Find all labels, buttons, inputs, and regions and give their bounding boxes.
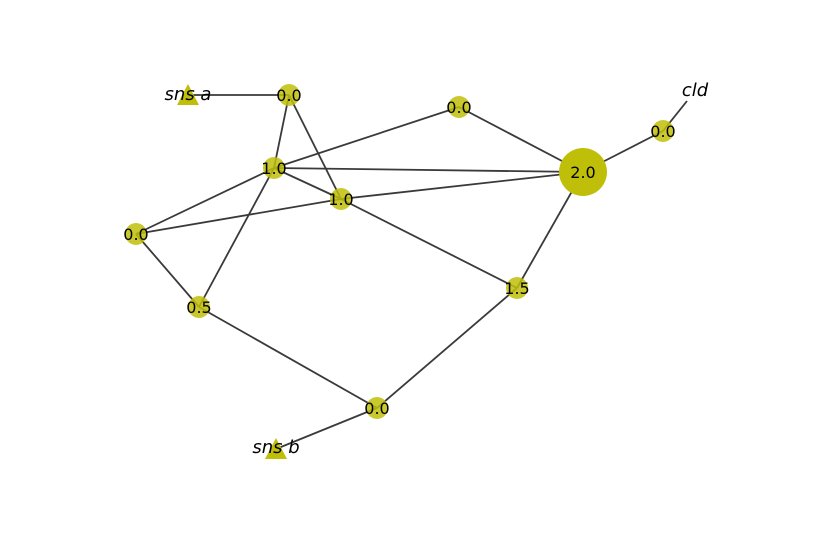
edge-left-mid bbox=[135, 233, 200, 308]
edge-bottom-snsb bbox=[275, 407, 378, 450]
node-topmid[interactable] bbox=[448, 96, 470, 118]
edge-a-hub bbox=[273, 167, 584, 173]
sensor-triangle-icon bbox=[177, 84, 199, 105]
node-label: 1.0 bbox=[328, 190, 353, 209]
node-label: 0.0 bbox=[364, 399, 389, 418]
node-label: 0.0 bbox=[650, 122, 675, 141]
node-mid[interactable] bbox=[188, 296, 210, 318]
edge-a-left bbox=[135, 167, 275, 235]
edge-mid-bottom bbox=[198, 306, 378, 409]
sensor-label-a: sns a bbox=[165, 84, 212, 105]
node-left[interactable] bbox=[125, 223, 147, 245]
sensor-label-b: sns b bbox=[252, 437, 299, 458]
node-label: 1.5 bbox=[504, 279, 529, 298]
sensors bbox=[177, 84, 287, 459]
node-right[interactable] bbox=[506, 277, 528, 299]
edge-b-hub bbox=[340, 171, 584, 200]
node-hub[interactable] bbox=[559, 148, 607, 196]
edge-a-topmid bbox=[273, 106, 460, 169]
node-a[interactable] bbox=[263, 157, 285, 179]
node-b[interactable] bbox=[330, 188, 352, 210]
sensor-triangle-icon bbox=[265, 438, 287, 459]
node-bottom[interactable] bbox=[366, 397, 388, 419]
node-label: 0.0 bbox=[123, 225, 148, 244]
edge-top-b bbox=[288, 94, 342, 200]
annotations: sns a sns b cld bbox=[165, 80, 709, 458]
node-labels: 0.0 0.0 0.0 2.0 1.0 1.0 0.0 0.5 1.5 0.0 bbox=[123, 86, 675, 418]
cloud-label: cld bbox=[682, 80, 709, 101]
node-label: 0.5 bbox=[186, 298, 211, 317]
node-label: 2.0 bbox=[570, 163, 595, 182]
node-label: 1.0 bbox=[261, 159, 286, 178]
edge-b-right bbox=[340, 198, 518, 289]
edge-top-a bbox=[273, 94, 290, 169]
edge-a-b bbox=[273, 167, 342, 200]
edge-a-mid bbox=[198, 167, 275, 308]
node-top[interactable] bbox=[278, 84, 300, 106]
edges bbox=[135, 94, 688, 450]
edge-right-bottom bbox=[376, 287, 518, 409]
nodes bbox=[125, 84, 674, 419]
node-cld[interactable] bbox=[652, 120, 674, 142]
node-label: 0.0 bbox=[446, 98, 471, 117]
node-label: 0.0 bbox=[276, 86, 301, 105]
edge-left-b bbox=[135, 198, 342, 235]
